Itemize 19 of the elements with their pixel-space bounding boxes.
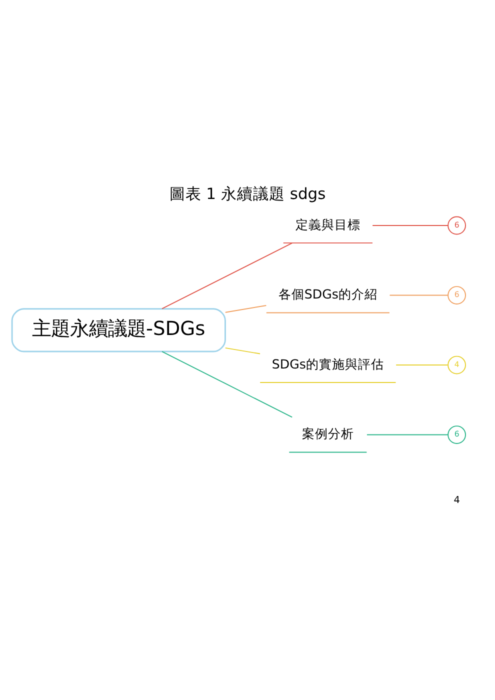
connector: [224, 346, 261, 354]
connector: [372, 224, 448, 226]
node-text: 定義與目標: [295, 216, 360, 232]
node-text: 案例分析: [302, 426, 354, 441]
connector: [366, 434, 448, 435]
connector: [396, 364, 448, 366]
node-text: SDGs的實施與評估: [272, 356, 384, 371]
connector: [162, 350, 293, 418]
label: 4: [454, 494, 460, 506]
node-circle: 6: [448, 425, 466, 444]
node-box: 主題永續議題-SDGs: [11, 308, 226, 352]
connector: [162, 242, 293, 309]
node-circle: 4: [448, 355, 466, 374]
diagram-title: 圖表 1 永續議題 sdgs: [169, 184, 326, 203]
connector: [224, 304, 267, 312]
node-circle: 6: [448, 216, 466, 234]
node-circle: 6: [448, 286, 466, 304]
node-text: 各個SDGs的介紹: [278, 286, 378, 302]
connector: [389, 294, 448, 296]
